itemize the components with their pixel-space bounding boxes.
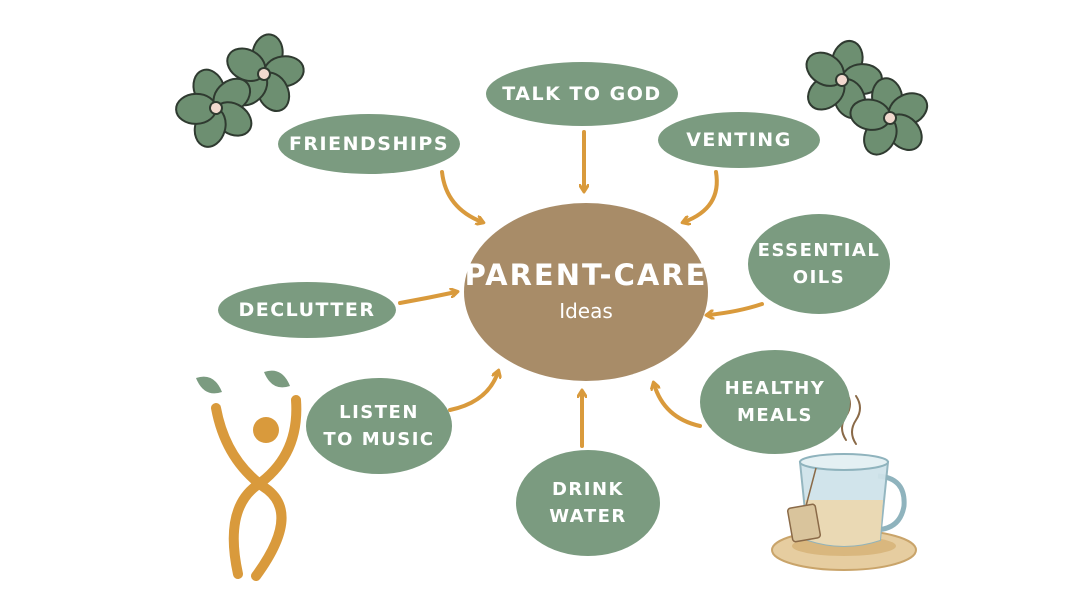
arrow-listen-to-music <box>448 372 498 412</box>
node-declutter: DECLUTTER <box>218 282 396 338</box>
node-friendships: FRIENDSHIPS <box>278 114 460 174</box>
node-venting: VENTING <box>658 112 820 168</box>
arrow-essential-oils <box>708 302 764 315</box>
arrow-friendships <box>440 170 482 222</box>
center-title: PARENT-CARE <box>464 258 708 292</box>
leaf-icon <box>196 370 290 394</box>
node-talk-to-god: TALK TO GOD <box>486 62 678 126</box>
center-subtitle: Ideas <box>559 299 613 323</box>
arrow-venting <box>684 170 719 222</box>
node-listen-to-music: LISTEN TO MUSIC <box>306 378 452 474</box>
node-drink-water: DRINK WATER <box>516 450 660 556</box>
node-healthy-meals: HEALTHY MEALS <box>700 350 850 454</box>
arrow-healthy-meals <box>654 384 702 428</box>
arrow-declutter <box>398 292 456 305</box>
center-node: PARENT-CARE Ideas <box>464 203 708 381</box>
node-essential-oils: ESSENTIAL OILS <box>748 214 890 314</box>
